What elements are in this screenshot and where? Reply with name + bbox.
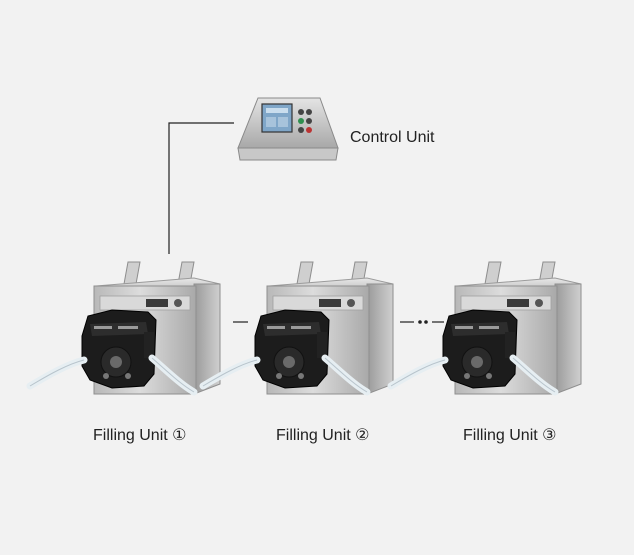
filling-unit-1-image	[30, 262, 220, 394]
control-unit-image	[237, 97, 339, 161]
filling-unit-3-image	[391, 262, 581, 394]
filling-unit-2-label: Filling Unit ②	[276, 427, 370, 444]
filling-unit-3-label: Filling Unit ③	[463, 427, 557, 444]
connector-2-3-dotted	[400, 320, 444, 324]
control-connection-line	[168, 122, 234, 254]
filling-unit-1-label: Filling Unit ①	[93, 427, 187, 444]
control-unit-label: Control Unit	[350, 129, 435, 146]
filling-unit-2-image	[203, 262, 393, 394]
